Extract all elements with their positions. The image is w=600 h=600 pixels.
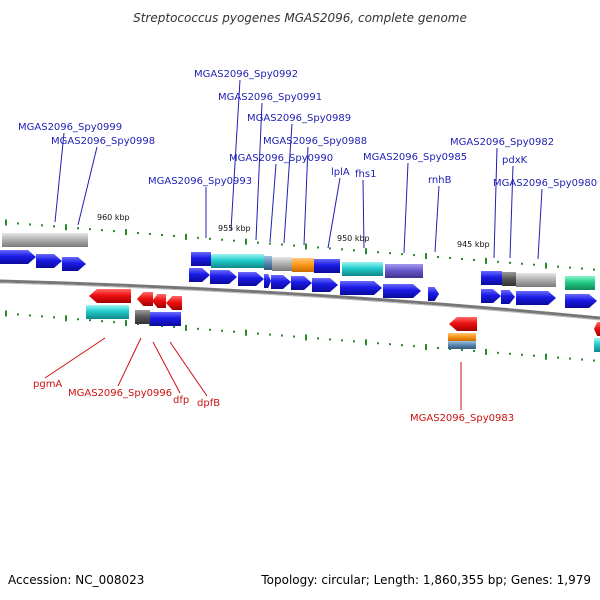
gene-rev-pgma [89, 289, 131, 303]
label-mgas2096-spy0999[interactable]: MGAS2096_Spy0999 [18, 122, 122, 133]
gene-spy0999-upper [2, 233, 88, 247]
gene-fwd-4 [189, 268, 210, 282]
label-pgma[interactable]: pgmA [33, 379, 62, 390]
leader-spy0989 [283, 123, 293, 244]
label-dfp[interactable]: dfp [173, 395, 189, 406]
leader-spy0998 [77, 146, 98, 226]
gene-fwd-2 [36, 254, 62, 268]
label-pdxk[interactable]: pdxK [502, 155, 528, 166]
label-mgas2096-spy0996[interactable]: MGAS2096_Spy0996 [68, 388, 172, 399]
leader-spy0996 [117, 337, 142, 387]
gene-pgma-lower [86, 305, 129, 319]
label-mgas2096-spy0990[interactable]: MGAS2096_Spy0990 [229, 153, 333, 164]
gene-spy0996-lower [135, 310, 150, 324]
gene-spy0993-upper [191, 252, 211, 266]
label-mgas2096-spy0998[interactable]: MGAS2096_Spy0998 [51, 136, 155, 147]
label-mgas2096-spy0989[interactable]: MGAS2096_Spy0989 [247, 113, 351, 124]
kbp-label-945: 945 kbp [457, 240, 490, 249]
label-fhs1[interactable]: fhs1 [355, 169, 376, 180]
label-dpfb[interactable]: dpfB [197, 398, 220, 409]
gene-fwd-7 [264, 274, 271, 288]
gene-spy0982-upper [481, 271, 502, 285]
leader-spy0985 [403, 162, 409, 254]
gene-fwd-14 [481, 289, 501, 303]
gene-fwd-6 [238, 272, 264, 286]
gene-fwd-10 [312, 278, 338, 292]
gene-spy0989-upper [292, 258, 314, 272]
gene-rev-spy0996 [137, 292, 153, 306]
gene-rev-dfp [152, 294, 166, 308]
gene-fwd-3 [62, 257, 86, 271]
map-title: Streptococcus pyogenes MGAS2096, complet… [133, 11, 467, 25]
leader-dpfb [169, 341, 208, 397]
gene-fwd-1 [0, 250, 36, 264]
gene-fwd-17 [565, 294, 597, 308]
kbp-label-960: 960 kbp [97, 213, 130, 222]
leader-spy0999 [54, 132, 65, 223]
topology-text: Topology: circular; Length: 1,860,355 bp… [261, 573, 591, 587]
label-mgas2096-spy0982[interactable]: MGAS2096_Spy0982 [450, 137, 554, 148]
leader-spy0982 [493, 147, 498, 259]
gene-right-lower [594, 338, 600, 352]
kbp-label-950: 950 kbp [337, 234, 370, 243]
label-mgas2096-spy0985[interactable]: MGAS2096_Spy0985 [363, 152, 467, 163]
gene-fwd-12 [383, 284, 421, 298]
gene-rev-spy0983 [449, 317, 477, 331]
leader-spy0988 [303, 146, 309, 246]
gene-spy0983-lower-b [448, 341, 476, 349]
gene-dpfb-lower [150, 312, 181, 326]
label-mgas2096-spy0991[interactable]: MGAS2096_Spy0991 [218, 92, 322, 103]
label-mgas2096-spy0993[interactable]: MGAS2096_Spy0993 [148, 176, 252, 187]
leader-lpla [327, 177, 341, 249]
label-leader-lines [44, 79, 543, 410]
gene-spy0985-upper [385, 264, 423, 278]
leader-spy0990 [269, 163, 277, 243]
gene-features [0, 233, 600, 352]
gene-fwd-9 [291, 276, 312, 290]
leader-pdxk [509, 165, 514, 259]
gene-spy0992-upper [211, 254, 264, 268]
gene-fhs1-upper [342, 262, 383, 276]
gene-spy0983-lower-a [448, 333, 476, 341]
gene-spy0991-upper [264, 256, 272, 270]
gene-spy0990-upper [272, 257, 292, 271]
kbp-label-955: 955 kbp [218, 224, 251, 233]
gene-fwd-8 [271, 275, 291, 289]
leader-dfp [152, 341, 181, 394]
gene-rev-dpfb [166, 296, 182, 310]
leader-pgma [44, 337, 106, 379]
gene-fwd-16 [516, 291, 556, 305]
gene-right-upper [565, 276, 595, 290]
genome-backbone-shadow [0, 282, 600, 321]
leader-spy0980 [537, 188, 543, 260]
gene-spy0980-upper [516, 273, 556, 287]
leader-fhs1 [362, 179, 365, 249]
gene-fwd-13 [428, 287, 439, 301]
label-rnhb[interactable]: rnhB [428, 175, 452, 186]
gene-fwd-11 [340, 281, 382, 295]
leader-spy0991 [255, 102, 263, 241]
gene-rev-right [594, 322, 600, 336]
label-mgas2096-spy0988[interactable]: MGAS2096_Spy0988 [263, 136, 367, 147]
accession-text: Accession: NC_008023 [8, 573, 145, 587]
label-mgas2096-spy0980[interactable]: MGAS2096_Spy0980 [493, 178, 597, 189]
gene-spy0988-upper [314, 259, 340, 273]
leader-spy0992 [230, 79, 241, 231]
leader-rnhb [434, 185, 440, 253]
label-lpla[interactable]: lplA [331, 167, 350, 178]
genome-backbone [0, 279, 600, 320]
gene-fwd-5 [210, 270, 237, 284]
scale-ticks [5, 219, 595, 362]
gene-fwd-15 [501, 290, 515, 304]
gene-pdxk-upper [502, 272, 516, 286]
label-mgas2096-spy0992[interactable]: MGAS2096_Spy0992 [194, 69, 298, 80]
label-mgas2096-spy0983[interactable]: MGAS2096_Spy0983 [410, 413, 514, 424]
